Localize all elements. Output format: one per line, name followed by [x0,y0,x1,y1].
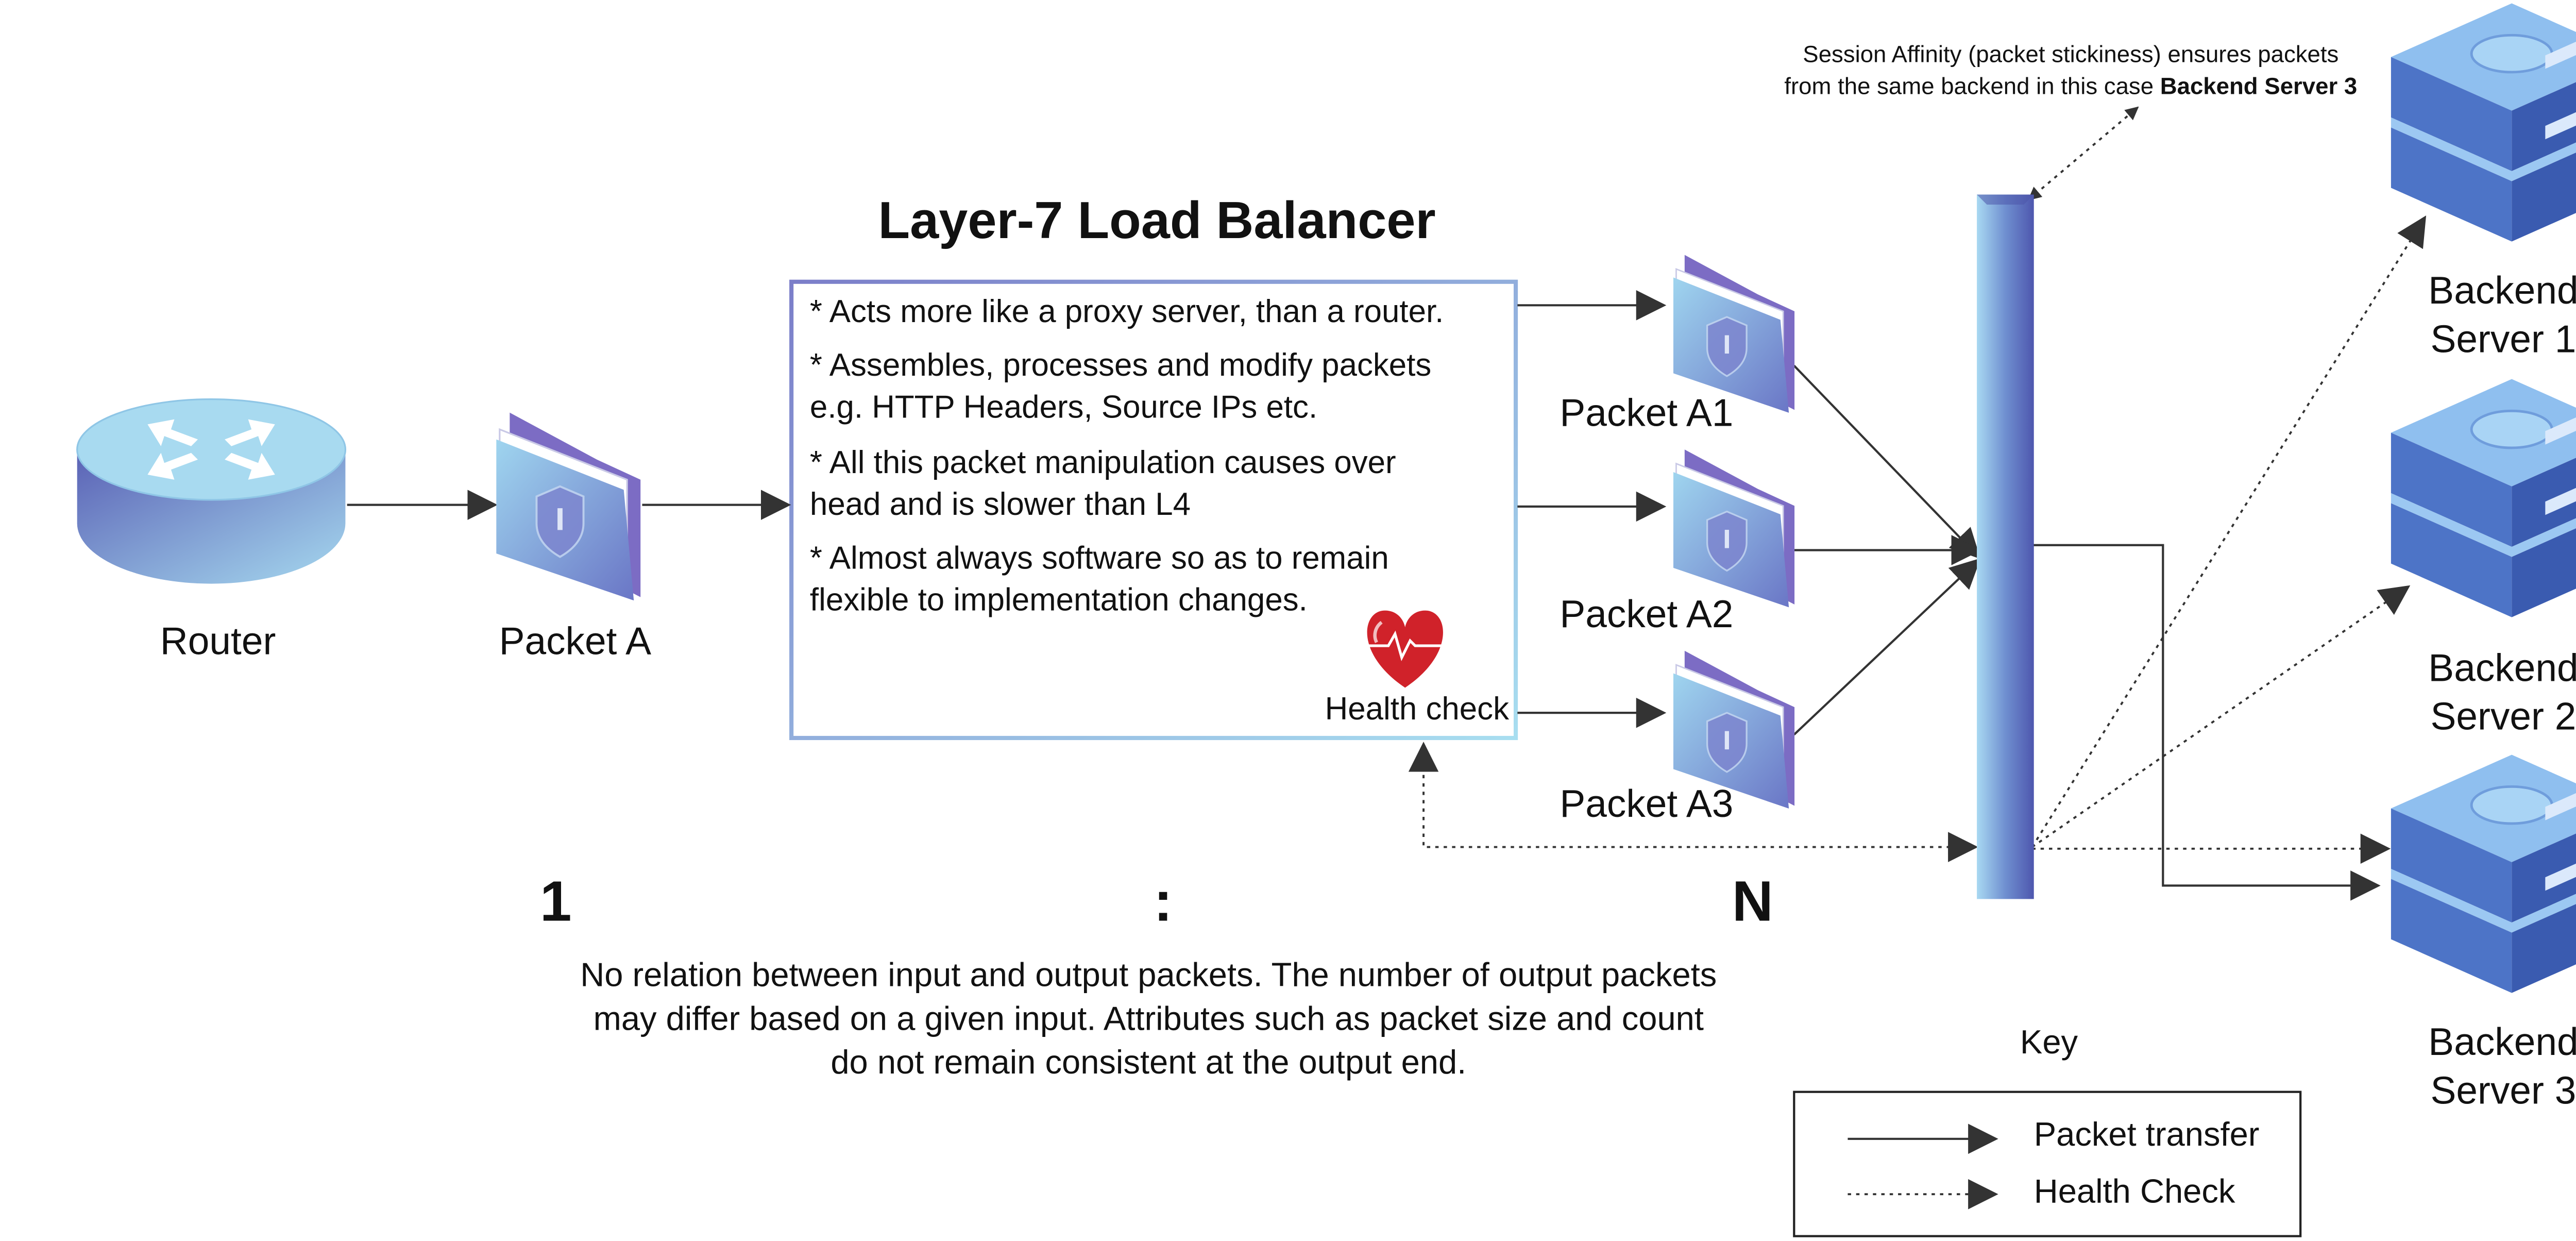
server-3-line2: Server 3 [2430,1068,2576,1112]
affinity-line1: Session Affinity (packet stickiness) ens… [1803,40,2339,68]
key-box [1793,1091,2302,1237]
heart-icon [1367,610,1443,688]
router-icon [76,398,347,584]
backend-server-3-label: Backend Server 3 [2398,1018,2576,1115]
description: No relation between input and output pac… [580,958,1717,1082]
ratio-left: 1 [539,870,572,934]
load-balancer-box [789,279,1518,741]
packet-a2-label: Packet A2 [1560,592,1734,636]
lb-bullet-1: * Acts more like a proxy server, than a … [809,295,1444,331]
ratio-right: N [1732,870,1773,934]
session-affinity-note: Session Affinity (packet stickiness) ens… [1727,39,2414,103]
lb-bullet-2: * Assembles, processes and modify packet… [809,348,1432,384]
affinity-line2: from the same backend in this case Backe… [1727,71,2414,103]
packet-a2-icon [1673,449,1795,608]
key-item-packet-transfer: Packet transfer [2033,1117,2260,1154]
server-3-line1: Backend [2428,1019,2576,1064]
packet-a1-icon [1673,255,1795,413]
affinity-line2-bold: Backend Server 3 [2160,72,2358,99]
server-2-line1: Backend [2428,645,2576,690]
backend-server-1-icon [2391,3,2576,242]
lb-bullet-2-cont: e.g. HTTP Headers, Source IPs etc. [809,391,1318,426]
key-title: Key [2020,1025,2078,1062]
key-item-health-check: Health Check [2033,1174,2235,1211]
server-2-line2: Server 2 [2430,694,2576,738]
backend-server-3-icon [2391,754,2576,993]
health-check-label: Health check [1325,693,1510,728]
backend-server-1-label: Backend Server 1 [2398,266,2576,364]
lb-bullet-3-cont: head and is slower than L4 [809,488,1191,524]
router-label: Router [160,618,276,663]
lb-bullet-4-cont: flexible to implementation changes. [809,583,1308,619]
backend-server-2-label: Backend Server 2 [2398,644,2576,742]
distribution-bar [1977,194,2034,899]
lb-bullet-3: * All this packet manipulation causes ov… [809,446,1396,482]
lb-bullet-4: * Almost always software so as to remain [809,542,1389,577]
packet-a-icon [496,412,641,601]
ratio-separator: : [1154,870,1173,934]
packet-a1-label: Packet A1 [1560,391,1734,434]
affinity-line2-prefix: from the same backend in this case [1784,72,2160,99]
server-1-line2: Server 1 [2430,317,2576,361]
packet-a3-icon [1673,650,1795,809]
packet-a3-label: Packet A3 [1560,781,1734,826]
backend-server-2-icon [2391,379,2576,617]
diagram-title: Layer-7 Load Balancer [878,191,1436,250]
packet-a-label: Packet A [499,618,652,663]
server-1-line1: Backend [2428,268,2576,312]
